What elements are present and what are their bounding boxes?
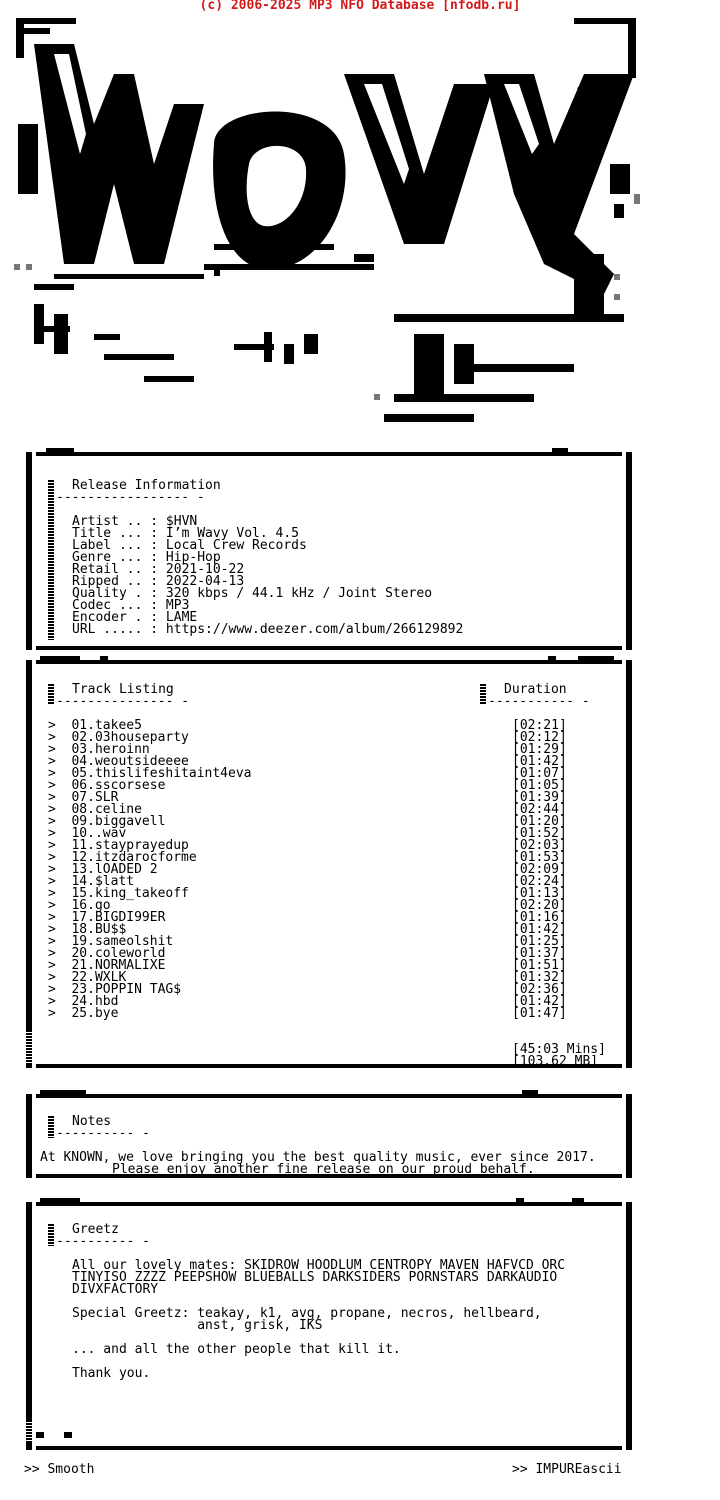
field-encoder: Encoder . : LAME (72, 610, 198, 625)
list-item: > 11.stayprayedup[02:03] (48, 838, 567, 853)
field-label: Label ... : Local Crew Records (72, 538, 307, 553)
field-genre: Genre ... : Hip-Hop (72, 550, 221, 565)
total-time: [45:03 Mins] (512, 1042, 606, 1057)
logo-signature: sM (576, 83, 592, 98)
ascii-art-logo: sM (14, 18, 640, 422)
total-size: [103.62 MB] (512, 1054, 599, 1069)
notes-frame (26, 1090, 632, 1178)
greetz-mates-1: All our lovely mates: SKIDROW HOODLUM CE… (72, 1258, 566, 1273)
field-ripped: Ripped .. : 2022-04-13 (72, 574, 245, 589)
greetz-mates-2: TINYISO ZZZZ PEEPSHOW BLUEBALLS DARKSIDE… (72, 1270, 558, 1285)
list-item: > 14.$latt[02:24] (48, 874, 567, 889)
list-item: > 08.celine[02:44] (48, 802, 567, 817)
duration-title: Duration (504, 682, 567, 697)
track-listing-underline: --------------- - (56, 694, 190, 709)
greetz-title: Greetz (72, 1222, 119, 1237)
release-info-title: Release Information (72, 478, 221, 493)
notes-line-1: At KNOWN, we love bringing you the best … (40, 1150, 596, 1165)
field-retail: Retail .. : 2021-10-22 (72, 562, 245, 577)
list-item: > 19.sameolshit[01:25] (48, 934, 567, 949)
list-item: > 07.SLR[01:39] (48, 790, 567, 805)
list-item: > 12.itzdarocforme[01:53] (48, 850, 567, 865)
field-url[interactable]: URL ..... : https://www.deezer.com/album… (72, 622, 464, 637)
list-item: > 10..wav[01:52] (48, 826, 567, 841)
list-item: > 04.weoutsideeee[01:42] (48, 754, 567, 769)
list-item: > 25.bye[01:47] (48, 1006, 567, 1021)
field-artist: Artist .. : $HVN (72, 514, 198, 529)
list-item: > 15.king_takeoff[01:13] (48, 886, 567, 901)
release-info-underline: ----------------- - (56, 490, 205, 505)
release-info-frame (26, 448, 632, 650)
list-item: > 05.thislifeshitaint4eva[01:07] (48, 766, 567, 781)
list-item: > 22.WXLK[01:32] (48, 970, 567, 985)
list-item: > 13.lOADED 2[02:09] (48, 862, 567, 877)
track-listing-frame (26, 656, 632, 1068)
field-codec: Codec ... : MP3 (72, 598, 190, 613)
list-item: > 09.biggavell[01:20] (48, 814, 567, 829)
list-item: > 02.03houseparty[02:12] (48, 730, 567, 745)
list-item: > 21.NORMALIXE[01:51] (48, 958, 567, 973)
greetz-thanks: Thank you. (72, 1366, 151, 1381)
footer-credit-left: >> Smooth (24, 1462, 95, 1477)
field-title: Title ... : I’m Wavy Vol. 4.5 (72, 526, 299, 541)
list-item: > 20.coleworld[01:37] (48, 946, 567, 961)
greetz-special-2: anst, grisk, IKS (72, 1318, 323, 1333)
list-item: > 16.go[02:20] (48, 898, 567, 913)
list-item: > 23.POPPIN TAG$[02:36] (48, 982, 567, 997)
duration-underline: ----------- - (488, 694, 590, 709)
list-item: > 24.hbd[01:42] (48, 994, 567, 1009)
greetz-underline: ---------- - (56, 1234, 150, 1249)
footer-credit-right: >> IMPUREascii (512, 1462, 622, 1477)
site-copyright: (c) 2006-2025 MP3 NFO Database [nfodb.ru… (199, 0, 521, 13)
list-item: > 18.BU$$[01:42] (48, 922, 567, 937)
track-listing-title: Track Listing (72, 682, 174, 697)
greetz-special-1: Special Greetz: teakay, k1, avg, propane… (72, 1306, 542, 1321)
field-quality: Quality . : 320 kbps / 44.1 kHz / Joint … (72, 586, 433, 601)
list-item: > 17.BIGDI99ER[01:16] (48, 910, 567, 925)
greetz-others: ... and all the other people that kill i… (72, 1342, 401, 1357)
list-item: > 06.sscorsese[01:05] (48, 778, 567, 793)
notes-line-2: Please enjoy another fine release on our… (112, 1162, 535, 1177)
notes-underline: ---------- - (56, 1126, 150, 1141)
greetz-frame (26, 1198, 632, 1450)
list-item: > 01.takee5[02:21] (48, 718, 567, 733)
list-item: > 03.heroinn[01:29] (48, 742, 567, 757)
notes-title: Notes (72, 1114, 112, 1129)
greetz-mates-3: DIVXFACTORY (72, 1282, 159, 1297)
